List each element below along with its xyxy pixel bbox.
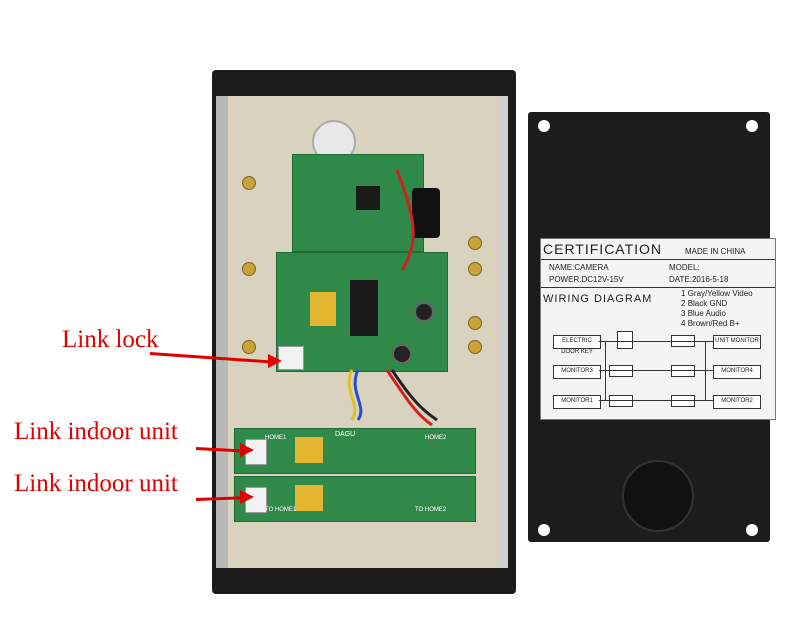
board-relay: [295, 485, 323, 511]
screw: [468, 340, 482, 354]
made-in: MADE IN CHINA: [685, 247, 746, 256]
diagram-vline: [605, 341, 606, 401]
label-model: MODEL:: [669, 263, 700, 272]
divider: [541, 287, 775, 288]
board-relay: [295, 437, 323, 463]
wire-blue: [353, 369, 363, 421]
screw: [242, 340, 256, 354]
diagram-line: [599, 370, 713, 371]
indoor-unit-board-1: DAGU HOME1 HOME2: [234, 428, 476, 474]
screw: [242, 262, 256, 276]
diagram-line: [599, 341, 713, 342]
wire-row: 2 Black GND: [681, 299, 728, 308]
wiring-title: WIRING DIAGRAM: [543, 293, 653, 305]
box-monitor3: MONITOR3: [553, 365, 601, 379]
wire-row: 4 Brown/Red B+: [681, 319, 740, 328]
wire-yellow: [347, 369, 357, 421]
box-monitor1: MONITOR1: [553, 395, 601, 409]
screw: [242, 176, 256, 190]
screw: [468, 262, 482, 276]
wire-harness: [347, 169, 438, 427]
annotation-link-indoor-1: Link indoor unit: [14, 418, 178, 445]
arrow-head: [240, 443, 254, 457]
board-to-home2: TO HOME2: [415, 507, 447, 513]
wire-row: 1 Gray/Yellow Video: [681, 289, 753, 298]
wire-red: [385, 369, 433, 427]
mounting-hole: [538, 120, 550, 132]
annotation-link-indoor-2: Link indoor unit: [14, 470, 178, 497]
box-unit-monitor: UNIT MONITOR: [713, 335, 761, 349]
board-brand: DAGU: [335, 431, 356, 438]
main-relay: [310, 292, 336, 326]
board-home2: HOME2: [425, 435, 447, 441]
board-to-home1: TO HOME1: [265, 507, 297, 513]
mounting-hole: [538, 524, 550, 536]
camera-sensor: [412, 188, 440, 238]
annotation-link-lock: Link lock: [62, 326, 159, 353]
connector-box: [609, 395, 633, 407]
capacitor: [414, 302, 434, 322]
label-power: POWER:DC12V-15V: [549, 275, 624, 284]
box-monitor4: MONITOR4: [713, 365, 761, 379]
arrow-head: [240, 490, 254, 504]
screw: [468, 316, 482, 330]
label-date: DATE:2016-5-18: [669, 275, 729, 284]
box-monitor2: MONITOR2: [713, 395, 761, 409]
diagram-line: [599, 400, 713, 401]
wire-black: [390, 369, 438, 422]
cert-title: CERTIFICATION: [543, 241, 663, 257]
connector-box: [671, 365, 695, 377]
diagram-vline: [705, 341, 706, 401]
main-ic: [350, 280, 378, 336]
certification-label: CERTIFICATION MADE IN CHINA NAME:CAMERA …: [540, 238, 776, 420]
connector-box: [671, 395, 695, 407]
wire-row: 3 Blue Audio: [681, 309, 726, 318]
indoor-unit-board-2: TO HOME1 TO HOME2: [234, 476, 476, 522]
mounting-hole: [746, 524, 758, 536]
capacitor: [392, 344, 412, 364]
arrow-head: [268, 354, 282, 368]
screw: [468, 236, 482, 250]
divider: [541, 259, 775, 260]
mounting-hole: [746, 120, 758, 132]
wire-red: [395, 169, 415, 271]
camera-chip: [356, 186, 380, 210]
board-home1: HOME1: [265, 435, 287, 441]
cable-port: [622, 460, 694, 532]
box-door-key: ELECTRIC DOOR KEY: [553, 335, 601, 355]
label-name: NAME:CAMERA: [549, 263, 609, 272]
connector-box: [617, 331, 633, 349]
connector-box: [609, 365, 633, 377]
